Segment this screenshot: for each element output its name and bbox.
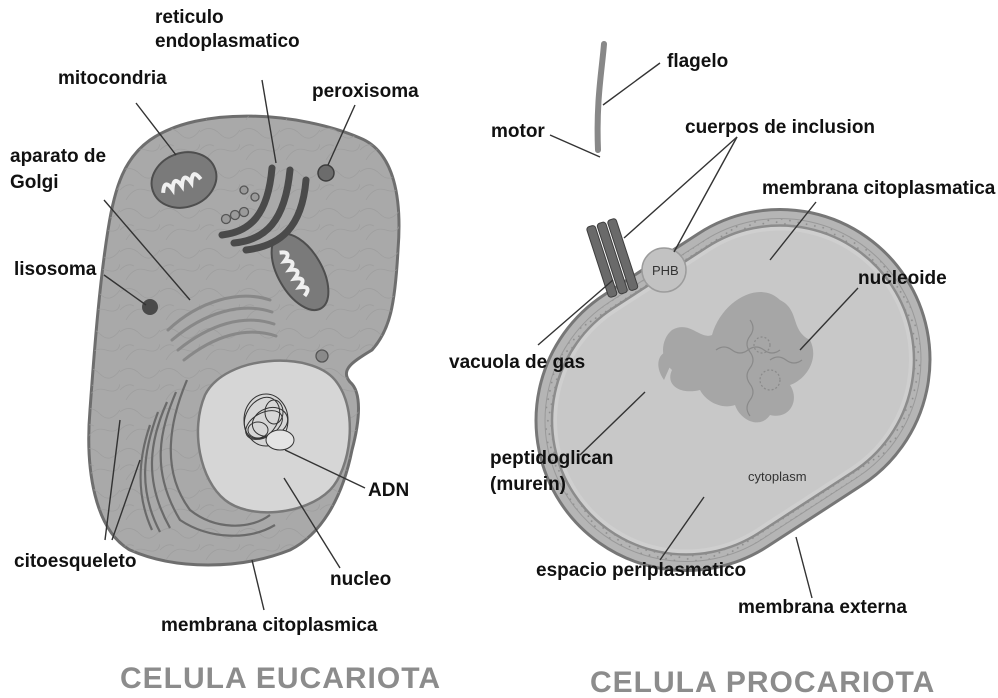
prokaryotic-cell: PHB cytoplasm flagelo motor cuerpos de i… xyxy=(449,44,996,698)
label-citoesqueleto: citoesqueleto xyxy=(14,551,136,572)
label-membrana-citoplasmica: membrana citoplasmica xyxy=(161,615,378,636)
lysosome xyxy=(142,299,158,315)
label-golgi-line2: Golgi xyxy=(10,172,59,193)
caption-prokaryote: CELULA PROCARIOTA xyxy=(590,666,935,698)
label-adn: ADN xyxy=(368,480,409,501)
flagellum xyxy=(598,44,604,150)
peroxisome xyxy=(318,165,334,181)
label-peptidoglican-line2: (murein) xyxy=(490,474,566,495)
label-membrana-citoplasmatica: membrana citoplasmatica xyxy=(762,178,996,199)
label-membrana-externa: membrana externa xyxy=(738,597,907,618)
label-golgi-line1: aparato de xyxy=(10,146,106,167)
label-cytoplasm: cytoplasm xyxy=(748,469,807,484)
gas-vacuoles xyxy=(586,218,638,298)
label-reticulo-line1: reticulo xyxy=(155,7,224,28)
label-cuerpos-de-inclusion: cuerpos de inclusion xyxy=(685,117,875,138)
label-flagelo: flagelo xyxy=(667,51,728,72)
label-vacuola-de-gas: vacuola de gas xyxy=(449,352,585,373)
label-nucleo: nucleo xyxy=(330,569,391,590)
small-organelle xyxy=(316,350,328,362)
label-peptidoglican-line1: peptidoglican xyxy=(490,448,614,469)
label-espacio-periplasmatico: espacio periplasmatico xyxy=(536,560,746,581)
label-lisosoma: lisosoma xyxy=(14,259,97,280)
label-peroxisoma: peroxisoma xyxy=(312,81,419,102)
caption-eukaryote: CELULA EUCARIOTA xyxy=(120,662,441,695)
label-mitocondria: mitocondria xyxy=(58,68,167,89)
label-phb: PHB xyxy=(652,263,679,278)
label-motor: motor xyxy=(491,121,545,142)
label-reticulo-line2: endoplasmatico xyxy=(155,31,300,52)
eukaryotic-cell: reticulo endoplasmatico mitocondria pero… xyxy=(10,7,441,695)
label-nucleoide: nucleoide xyxy=(858,268,947,289)
